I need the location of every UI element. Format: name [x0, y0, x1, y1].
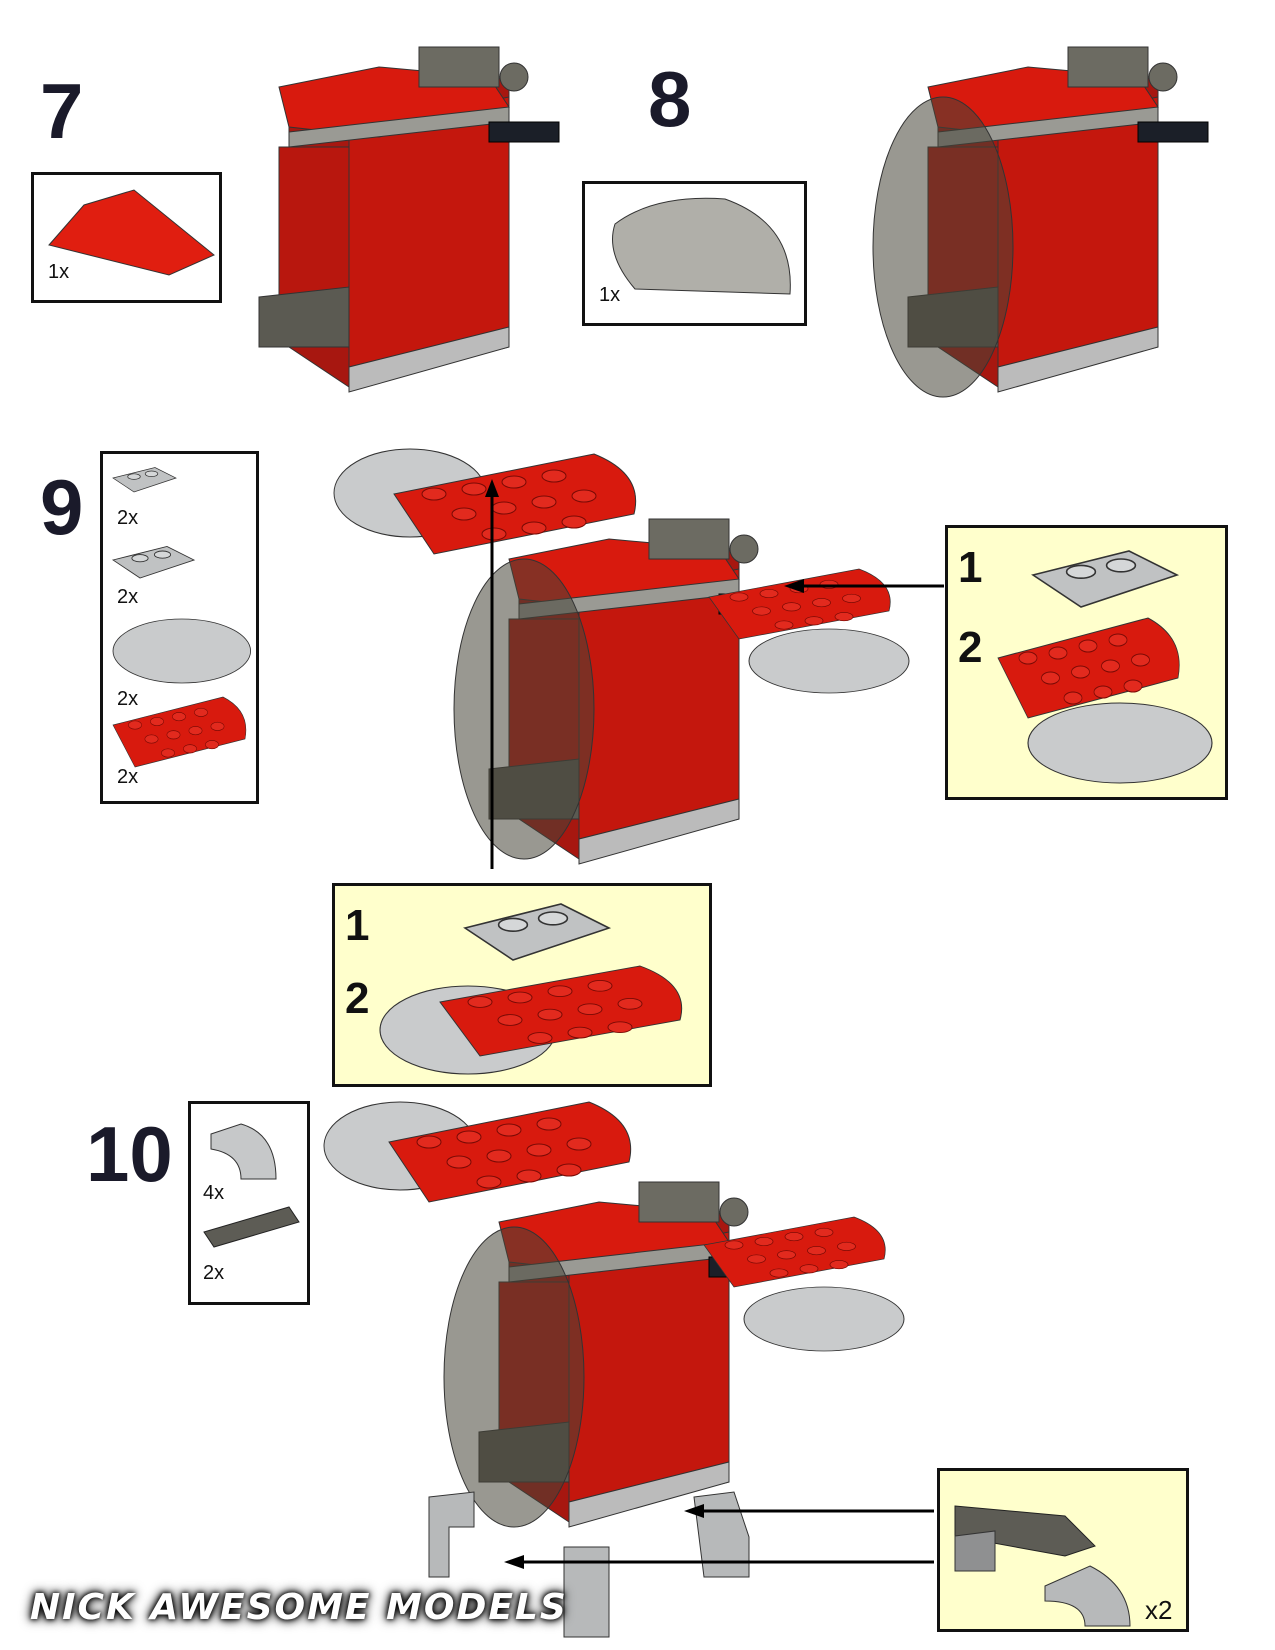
- part-quantity: 2x: [203, 1262, 225, 1284]
- round-dish-part: [112, 618, 252, 684]
- parts-list: 1x: [582, 181, 807, 326]
- substep-number: 2: [345, 974, 370, 1023]
- plate-with-bar-part: [203, 1206, 300, 1248]
- sub-assembly-callout: 1 2: [945, 525, 1228, 800]
- sub-assembly-callout: 1 2: [332, 883, 712, 1087]
- wing-assembly: [997, 617, 1213, 784]
- wing-assembly: [379, 965, 683, 1075]
- step-number: 7: [40, 67, 84, 155]
- step-8-model: [872, 46, 1209, 398]
- leg-assembly: [954, 1505, 1131, 1627]
- step-number: 8: [648, 55, 692, 143]
- clip-plate-part: [1032, 550, 1178, 608]
- substep-number: 2: [958, 623, 983, 672]
- parts-list: 2x 2x 2x 2x: [100, 451, 259, 804]
- clip-plate-part: [464, 903, 610, 961]
- step-number: 10: [86, 1110, 173, 1198]
- red-wedge-slope-part: [48, 189, 215, 276]
- plate-with-handle-part: [112, 546, 195, 579]
- part-quantity: 2x: [117, 766, 139, 788]
- curved-slope-part: [210, 1123, 277, 1180]
- step-number: 9: [40, 463, 84, 551]
- brand-logo: NICK AWESOME MODELS: [30, 1587, 568, 1628]
- substep-number: 1: [345, 901, 370, 950]
- step-9-model: [333, 448, 944, 869]
- part-quantity: 2x: [117, 507, 139, 529]
- part-quantity: 4x: [203, 1182, 225, 1204]
- parts-list: 4x 2x: [188, 1101, 310, 1305]
- step-7-model: [258, 46, 560, 393]
- part-quantity: 1x: [48, 261, 70, 283]
- red-quarter-round-plate-part: [112, 696, 247, 768]
- canopy-part: [612, 197, 791, 295]
- part-quantity: 1x: [599, 284, 621, 306]
- substep-number: 1: [958, 543, 983, 592]
- part-quantity: 2x: [117, 688, 139, 710]
- parts-list: 1x: [31, 172, 222, 303]
- part-quantity: 2x: [117, 586, 139, 608]
- plate-with-clip-part: [112, 467, 177, 493]
- assembly-multiplier: x2: [1145, 1595, 1173, 1625]
- step-10-model: [323, 1101, 934, 1638]
- sub-assembly-callout: x2: [937, 1468, 1189, 1632]
